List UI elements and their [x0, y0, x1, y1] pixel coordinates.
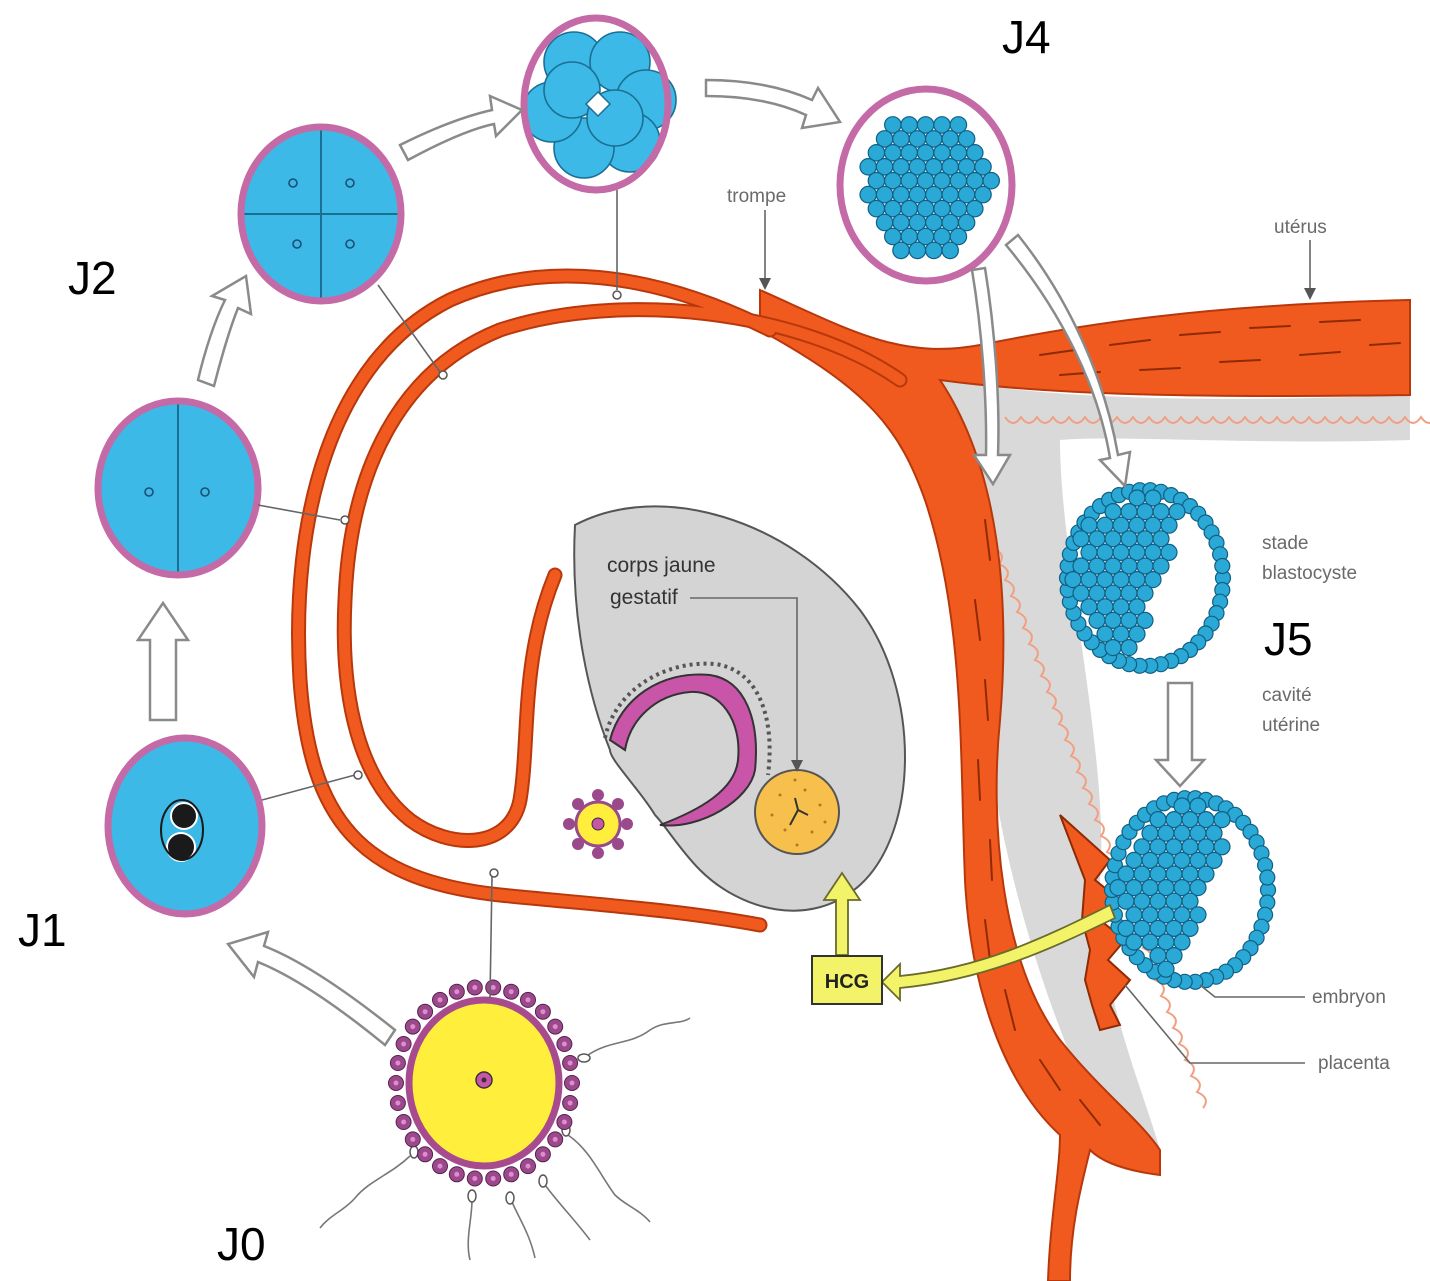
label-j1: J1	[18, 904, 67, 956]
label-cavite: cavité	[1262, 685, 1312, 706]
blastocyst-free	[1060, 483, 1231, 674]
label-j0: J0	[217, 1218, 266, 1270]
four-cell-embryo	[241, 127, 401, 301]
cell-ball	[1105, 640, 1121, 656]
cell-ball	[1126, 934, 1142, 950]
eight-cell-embryo	[522, 18, 676, 190]
corona-cell-nucleus	[491, 1176, 496, 1181]
corona-cell-nucleus	[438, 997, 443, 1002]
corona-cell-nucleus	[401, 1042, 406, 1047]
corona-cell-nucleus	[526, 997, 531, 1002]
arrow-2cell-to-4cell	[198, 276, 251, 386]
arrow-j1-to-2cell	[138, 603, 188, 720]
corona-cell-nucleus	[509, 989, 514, 994]
hcg-label: HCG	[825, 971, 869, 993]
cell-ball	[893, 242, 909, 258]
corona-cell-nucleus	[568, 1101, 573, 1106]
label-j2: J2	[68, 252, 117, 304]
corona-cell-nucleus	[553, 1024, 558, 1029]
cell-ball	[1158, 961, 1174, 977]
two-cell-embryo	[98, 401, 258, 575]
corona-cell-nucleus	[454, 1172, 459, 1177]
corona-cell-nucleus	[553, 1137, 558, 1142]
j1-zygote	[108, 738, 262, 914]
label-uterine: utérine	[1262, 715, 1320, 736]
arrow-j0-to-j1	[228, 932, 395, 1045]
cell-ball	[1260, 870, 1275, 885]
label-blastocyste: blastocyste	[1262, 563, 1357, 584]
corona-cell-nucleus	[509, 1172, 514, 1177]
label-embryon: embryon	[1312, 987, 1386, 1008]
corona-cell-nucleus	[454, 989, 459, 994]
label-gestatif: gestatif	[610, 586, 678, 609]
corona-cell-nucleus	[438, 1164, 443, 1169]
label-placenta: placenta	[1318, 1053, 1390, 1074]
corona-cell-nucleus	[540, 1152, 545, 1157]
label-j4: J4	[1002, 11, 1051, 63]
corona-cell-nucleus	[394, 1081, 399, 1086]
morula-cells	[860, 117, 999, 259]
cell-ball	[1121, 640, 1137, 656]
arrow-8cell-to-morula	[706, 80, 840, 128]
cell-ball	[909, 242, 925, 258]
label-trompe: trompe	[727, 186, 786, 207]
label-corps-jaune: corps jaune	[607, 554, 716, 577]
corona-cell-nucleus	[395, 1101, 400, 1106]
corona-cell-nucleus	[472, 985, 477, 990]
cell-ball	[1215, 559, 1230, 574]
corona-cell-nucleus	[540, 1009, 545, 1014]
corona-cell-nucleus	[423, 1009, 428, 1014]
corona-cell-nucleus	[562, 1120, 567, 1125]
arrow-blastocyst-to-implant	[1156, 683, 1204, 786]
released-oocyte	[563, 789, 633, 859]
corona-cell-nucleus	[423, 1152, 428, 1157]
cell-ball	[942, 242, 958, 258]
j4-morula	[840, 89, 1012, 281]
corona-cell-nucleus	[410, 1137, 415, 1142]
corona-cell-nucleus	[395, 1061, 400, 1066]
label-stade: stade	[1262, 533, 1308, 554]
corona-cell-nucleus	[526, 1164, 531, 1169]
label-uterus: utérus	[1274, 217, 1327, 238]
corona-cell-nucleus	[401, 1120, 406, 1125]
corona-cell-nucleus	[410, 1024, 415, 1029]
corona-cell-nucleus	[491, 985, 496, 990]
label-j5: J5	[1264, 613, 1313, 665]
corona-cell-nucleus	[562, 1042, 567, 1047]
corona-cell-nucleus	[568, 1061, 573, 1066]
corona-cell-nucleus	[570, 1081, 575, 1086]
arrow-4cell-to-8cell	[400, 96, 522, 160]
corona-cell-nucleus	[472, 1176, 477, 1181]
cell-ball	[926, 242, 942, 258]
